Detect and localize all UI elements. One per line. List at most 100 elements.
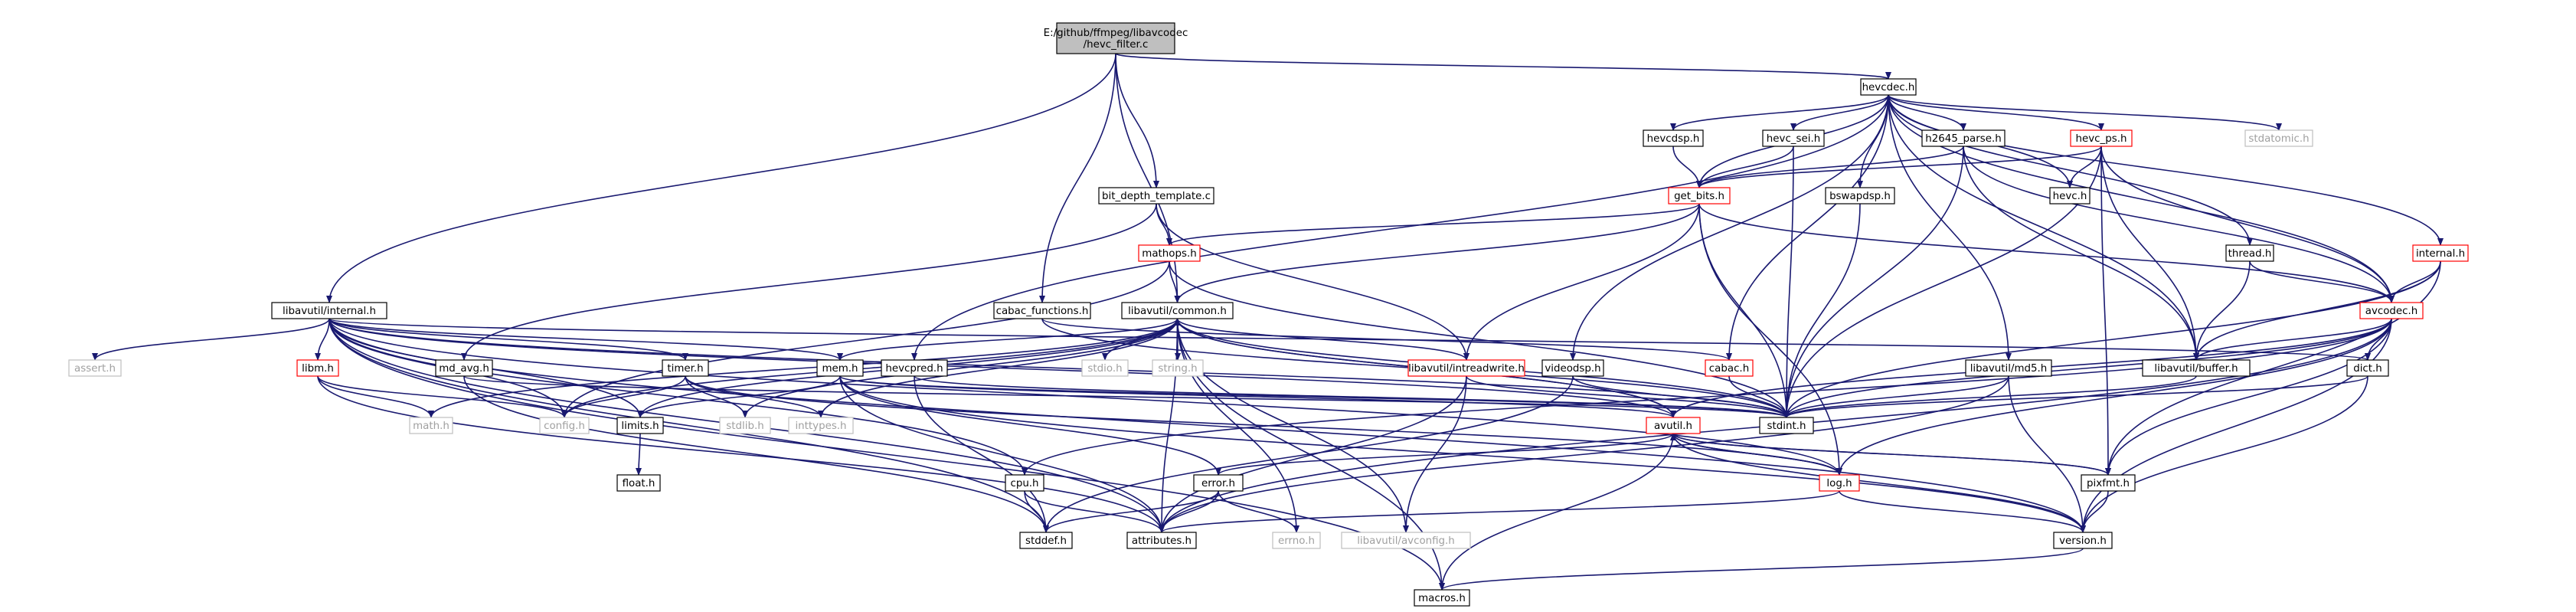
edge-common-to-avconfig bbox=[1176, 318, 1409, 533]
node-label-mem: mem.h bbox=[822, 363, 858, 375]
edge-common-to-config bbox=[561, 318, 1178, 418]
edge-internal-to-avcodec bbox=[2388, 260, 2441, 303]
edge-hevcps-to-hevch bbox=[2067, 146, 2102, 188]
node-box-attributes bbox=[1126, 532, 1197, 549]
node-label-h2645: h2645_parse.h bbox=[1925, 133, 2001, 145]
node-md5[interactable]: libavutil/md5.h bbox=[1965, 359, 2052, 377]
edge-hevcdec-to-hevcsei bbox=[1790, 94, 1889, 131]
node-label-thread: thread.h bbox=[2228, 248, 2272, 260]
node-version[interactable]: version.h bbox=[2053, 532, 2113, 549]
node-thread[interactable]: thread.h bbox=[2225, 244, 2274, 262]
node-hevcdsp[interactable]: hevcdsp.h bbox=[1643, 129, 1704, 147]
node-hevcdec[interactable]: hevcdec.h bbox=[1860, 78, 1917, 96]
node-label-root-line1: E:/github/ffmpeg/libavcodec bbox=[1044, 28, 1188, 39]
node-videodsp[interactable]: videodsp.h bbox=[1541, 359, 1604, 377]
node-cabach[interactable]: cabac.h bbox=[1705, 359, 1754, 377]
node-pixfmt[interactable]: pixfmt.h bbox=[2081, 474, 2136, 492]
edge-intread-to-attributes bbox=[1159, 375, 1467, 533]
node-md5avg[interactable]: md_avg.h bbox=[435, 359, 493, 377]
node-errno: errno.h bbox=[1272, 532, 1321, 549]
node-label-errno: errno.h bbox=[1278, 535, 1315, 547]
node-box-dict bbox=[2346, 359, 2389, 377]
node-label-attributes: attributes.h bbox=[1132, 535, 1192, 547]
node-limits[interactable]: limits.h bbox=[616, 417, 664, 434]
node-error[interactable]: error.h bbox=[1193, 474, 1244, 492]
node-timer[interactable]: timer.h bbox=[662, 359, 709, 377]
node-label-hevcps: hevc_ps.h bbox=[2076, 133, 2127, 145]
node-hevch[interactable]: hevc.h bbox=[2049, 187, 2091, 205]
edge-getbits-to-avcodec bbox=[1698, 203, 2395, 303]
node-box-bswapdsp bbox=[1825, 187, 1895, 205]
node-bswapdsp[interactable]: bswapdsp.h bbox=[1825, 187, 1895, 205]
node-getbits[interactable]: get_bits.h bbox=[1668, 187, 1731, 205]
node-libm[interactable]: libm.h bbox=[296, 359, 339, 377]
node-box-getbits bbox=[1668, 187, 1731, 205]
edge-hevcdec-to-hevcpred bbox=[911, 94, 1889, 361]
edge-intread-to-stdint bbox=[1466, 375, 1790, 418]
node-label-macros: macros.h bbox=[1418, 593, 1466, 604]
node-intread[interactable]: libavutil/intreadwrite.h bbox=[1407, 359, 1525, 377]
edge-error-to-errno bbox=[1218, 490, 1299, 533]
node-mem[interactable]: mem.h bbox=[816, 359, 864, 377]
node-label-getbits: get_bits.h bbox=[1674, 191, 1724, 202]
edge-hevcps-to-getbits bbox=[1696, 146, 2102, 188]
node-label-common: libavutil/common.h bbox=[1128, 306, 1227, 317]
node-common[interactable]: libavutil/common.h bbox=[1121, 302, 1234, 319]
node-cpu[interactable]: cpu.h bbox=[1005, 474, 1044, 492]
node-label-pixfmt: pixfmt.h bbox=[2087, 478, 2130, 489]
node-macros[interactable]: macros.h bbox=[1414, 589, 1470, 607]
node-box-hevcdec bbox=[1860, 78, 1917, 96]
node-label-bitdepth: bit_depth_template.c bbox=[1102, 191, 1211, 202]
node-attributes[interactable]: attributes.h bbox=[1126, 532, 1197, 549]
edge-libintern-to-libm bbox=[315, 318, 330, 361]
edge-hevcsei-to-getbits bbox=[1696, 146, 1794, 188]
node-label-md5avg: md_avg.h bbox=[439, 363, 489, 375]
node-box-videodsp bbox=[1541, 359, 1604, 377]
node-avcodec[interactable]: avcodec.h bbox=[2359, 302, 2424, 319]
node-libintern[interactable]: libavutil/internal.h bbox=[271, 302, 387, 319]
node-dict[interactable]: dict.h bbox=[2346, 359, 2389, 377]
node-float[interactable]: float.h bbox=[616, 474, 661, 492]
edge-hevcdec-to-videodsp bbox=[1570, 94, 1889, 361]
edge-getbits-to-common bbox=[1174, 203, 1700, 303]
edge-log-to-avutil bbox=[1670, 433, 1840, 476]
node-label-dict: dict.h bbox=[2353, 363, 2382, 375]
node-avutil[interactable]: avutil.h bbox=[1646, 417, 1701, 434]
node-box-avconfig bbox=[1341, 532, 1471, 549]
node-box-buffer bbox=[2142, 359, 2251, 377]
edge-hevcdec-to-avcodec bbox=[1888, 94, 2395, 303]
node-stdint[interactable]: stdint.h bbox=[1759, 417, 1814, 434]
node-box-hevcsei bbox=[1762, 129, 1825, 147]
node-label-error: error.h bbox=[1201, 478, 1235, 489]
node-box-error bbox=[1193, 474, 1244, 492]
node-internal[interactable]: internal.h bbox=[2412, 244, 2469, 262]
node-log[interactable]: log.h bbox=[1819, 474, 1860, 492]
node-mathops[interactable]: mathops.h bbox=[1138, 244, 1201, 262]
edge-internal-to-pixfmt bbox=[2105, 260, 2441, 476]
node-box-stdatomic bbox=[2244, 129, 2313, 147]
edge-hevcdec-to-cabach bbox=[1726, 94, 1889, 361]
node-box-internal bbox=[2412, 244, 2469, 262]
node-box-timer bbox=[662, 359, 709, 377]
node-hevcsei[interactable]: hevc_sei.h bbox=[1762, 129, 1825, 147]
node-cabacfn[interactable]: cabac_functions.h bbox=[993, 302, 1091, 319]
edge-libintern-to-macros bbox=[329, 318, 1445, 591]
node-hevcps[interactable]: hevc_ps.h bbox=[2070, 129, 2133, 147]
node-label-root-line2: /hevc_filter.c bbox=[1084, 39, 1149, 51]
edge-limits-to-float bbox=[636, 433, 642, 476]
edge-avutil-to-version bbox=[1672, 433, 2086, 533]
edge-hevcpred-to-stdint bbox=[914, 375, 1790, 418]
node-box-libintern bbox=[271, 302, 387, 319]
edge-libintern-to-stddef bbox=[329, 318, 1049, 533]
edge-log-to-version bbox=[1839, 490, 2086, 533]
node-hevcpred[interactable]: hevcpred.h bbox=[881, 359, 948, 377]
edge-h2645-to-getbits bbox=[1696, 146, 1964, 188]
node-label-math: math.h bbox=[413, 421, 449, 432]
node-box-stddef bbox=[1019, 532, 1073, 549]
edge-hevcdec-to-buffer bbox=[1888, 94, 2199, 361]
node-buffer[interactable]: libavutil/buffer.h bbox=[2142, 359, 2251, 377]
node-h2645[interactable]: h2645_parse.h bbox=[1921, 129, 2006, 147]
node-assert: assert.h bbox=[68, 359, 122, 377]
node-stddef[interactable]: stddef.h bbox=[1019, 532, 1073, 549]
node-bitdepth[interactable]: bit_depth_template.c bbox=[1098, 187, 1214, 205]
